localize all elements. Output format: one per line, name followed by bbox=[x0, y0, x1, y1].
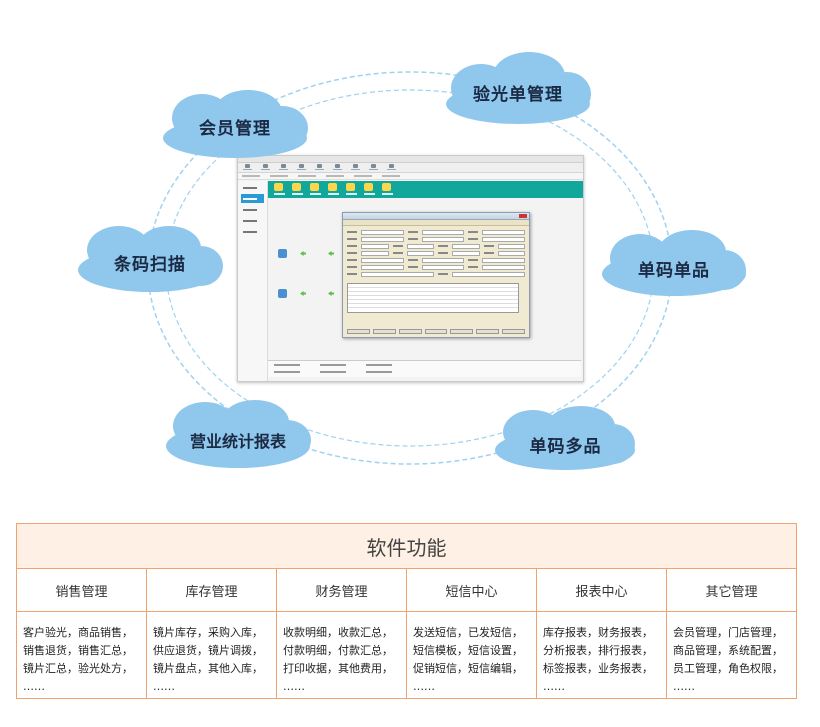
table-columns: 销售管理 客户验光，商品销售， 销售退货，销售汇总， 镜片汇总，验光处方， ……… bbox=[17, 569, 796, 699]
cloud-stats: 营业统计报表 bbox=[163, 398, 313, 470]
cloud-multi: 单码多品 bbox=[493, 404, 638, 472]
cloud-label: 营业统计报表 bbox=[189, 432, 286, 451]
column-header: 财务管理 bbox=[277, 569, 406, 612]
column-header: 库存管理 bbox=[147, 569, 276, 612]
column-body: 镜片库存，采购入库， 供应退货，镜片调拨， 镜片盘点，其他入库， …… bbox=[153, 626, 263, 693]
app-titlebar bbox=[238, 156, 583, 163]
function-column: 财务管理 收款明细，收款汇总， 付款明细，付款汇总， 打印收据，其他费用， …… bbox=[277, 569, 407, 699]
column-header: 报表中心 bbox=[537, 569, 666, 612]
cloud-label: 单码单品 bbox=[638, 261, 710, 281]
column-body: 库存报表，财务报表， 分析报表，排行报表， 标签报表，业务报表， …… bbox=[543, 626, 653, 693]
feature-diagram: 会员管理 验光单管理 条码扫描 单码单品 营业统计报表 单码多品 bbox=[75, 50, 748, 472]
cloud-label: 会员管理 bbox=[199, 119, 271, 139]
column-header: 其它管理 bbox=[667, 569, 796, 612]
column-header: 销售管理 bbox=[17, 569, 146, 612]
column-header: 短信中心 bbox=[407, 569, 536, 612]
app-toolbar bbox=[238, 163, 583, 173]
app-dialog bbox=[342, 212, 530, 338]
app-statusrow bbox=[238, 173, 583, 180]
app-module-bar bbox=[268, 181, 583, 198]
column-body: 会员管理，门店管理， 商品管理，系统配置， 员工管理，角色权限， …… bbox=[673, 626, 783, 693]
cloud-label: 条码扫描 bbox=[114, 255, 186, 275]
function-column: 库存管理 镜片库存，采购入库， 供应退货，镜片调拨， 镜片盘点，其他入库， …… bbox=[147, 569, 277, 699]
cloud-member: 会员管理 bbox=[160, 88, 310, 160]
column-body: 发送短信，已发短信， 短信模板，短信设置， 促销短信，短信编辑， …… bbox=[413, 626, 523, 693]
column-body: 收款明细，收款汇总， 付款明细，付款汇总， 打印收据，其他费用， …… bbox=[283, 626, 393, 693]
app-sidebar bbox=[238, 181, 268, 381]
software-functions-table: 软件功能 销售管理 客户验光，商品销售， 销售退货，销售汇总， 镜片汇总，验光处… bbox=[16, 523, 797, 699]
function-column: 报表中心 库存报表，财务报表， 分析报表，排行报表， 标签报表，业务报表， …… bbox=[537, 569, 667, 699]
cloud-label: 验光单管理 bbox=[473, 85, 563, 105]
app-bottombar bbox=[268, 360, 581, 377]
cloud-check: 验光单管理 bbox=[443, 50, 593, 126]
cloud-single: 单码单品 bbox=[600, 228, 748, 298]
function-column: 短信中心 发送短信，已发短信， 短信模板，短信设置， 促销短信，短信编辑， …… bbox=[407, 569, 537, 699]
column-body: 客户验光，商品销售， 销售退货，销售汇总， 镜片汇总，验光处方， …… bbox=[23, 626, 133, 693]
function-column: 其它管理 会员管理，门店管理， 商品管理，系统配置， 员工管理，角色权限， …… bbox=[667, 569, 796, 699]
cloud-label: 单码多品 bbox=[529, 437, 602, 457]
function-column: 销售管理 客户验光，商品销售， 销售退货，销售汇总， 镜片汇总，验光处方， …… bbox=[17, 569, 147, 699]
cloud-barcode: 条码扫描 bbox=[75, 222, 225, 294]
app-screenshot bbox=[237, 155, 584, 382]
table-title: 软件功能 bbox=[17, 524, 796, 569]
